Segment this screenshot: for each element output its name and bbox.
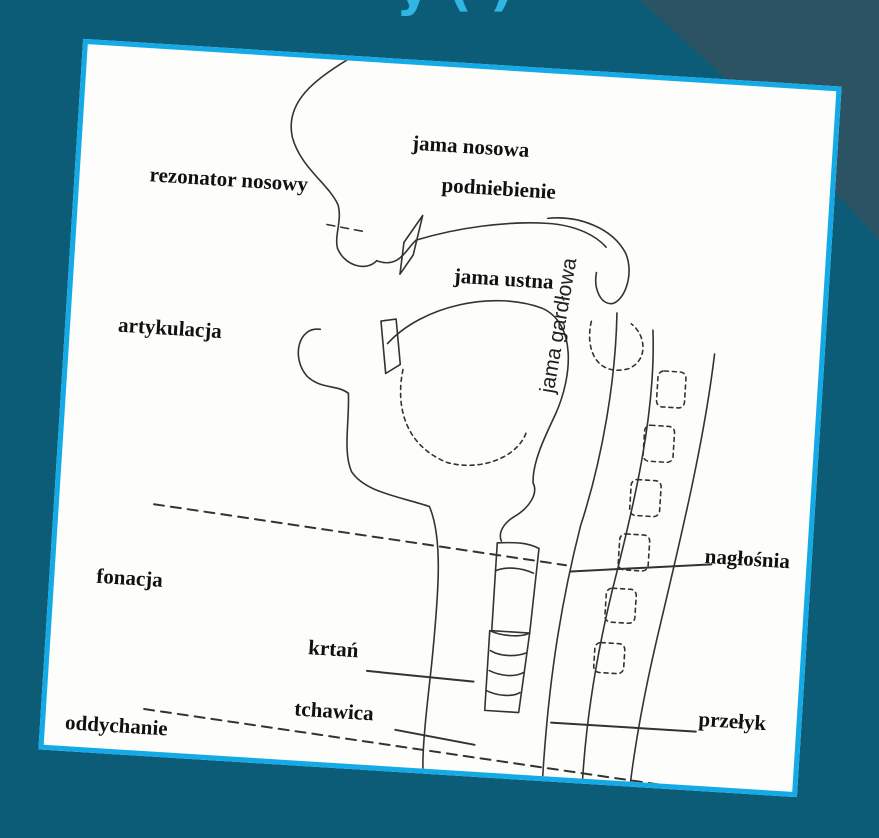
esophagus-leader bbox=[551, 723, 696, 732]
larynx-trachea bbox=[485, 541, 540, 713]
label-epiglottis: nagłośnia bbox=[704, 546, 790, 572]
label-larynx: krtań bbox=[308, 637, 359, 661]
tongue-lower-dashed bbox=[396, 370, 530, 469]
trachea-leader bbox=[395, 730, 475, 745]
epiglottis-leader bbox=[571, 556, 712, 581]
larynx-leader bbox=[367, 671, 474, 682]
face-profile bbox=[283, 55, 390, 267]
diagram-card: jama nosowa podniebienie rezonator nosow… bbox=[38, 39, 841, 797]
label-esophagus: przełyk bbox=[698, 709, 767, 734]
lower-tooth bbox=[378, 318, 403, 374]
articulation-boundary bbox=[152, 504, 568, 565]
label-trachea: tchawica bbox=[294, 698, 374, 724]
label-phonation: fonacja bbox=[96, 566, 164, 591]
vertebrae bbox=[568, 321, 689, 677]
slide-title: y ( ) bbox=[175, 0, 735, 18]
epiglottis bbox=[500, 481, 535, 543]
lower-lip bbox=[296, 328, 352, 393]
nasal-pointer bbox=[327, 225, 367, 233]
